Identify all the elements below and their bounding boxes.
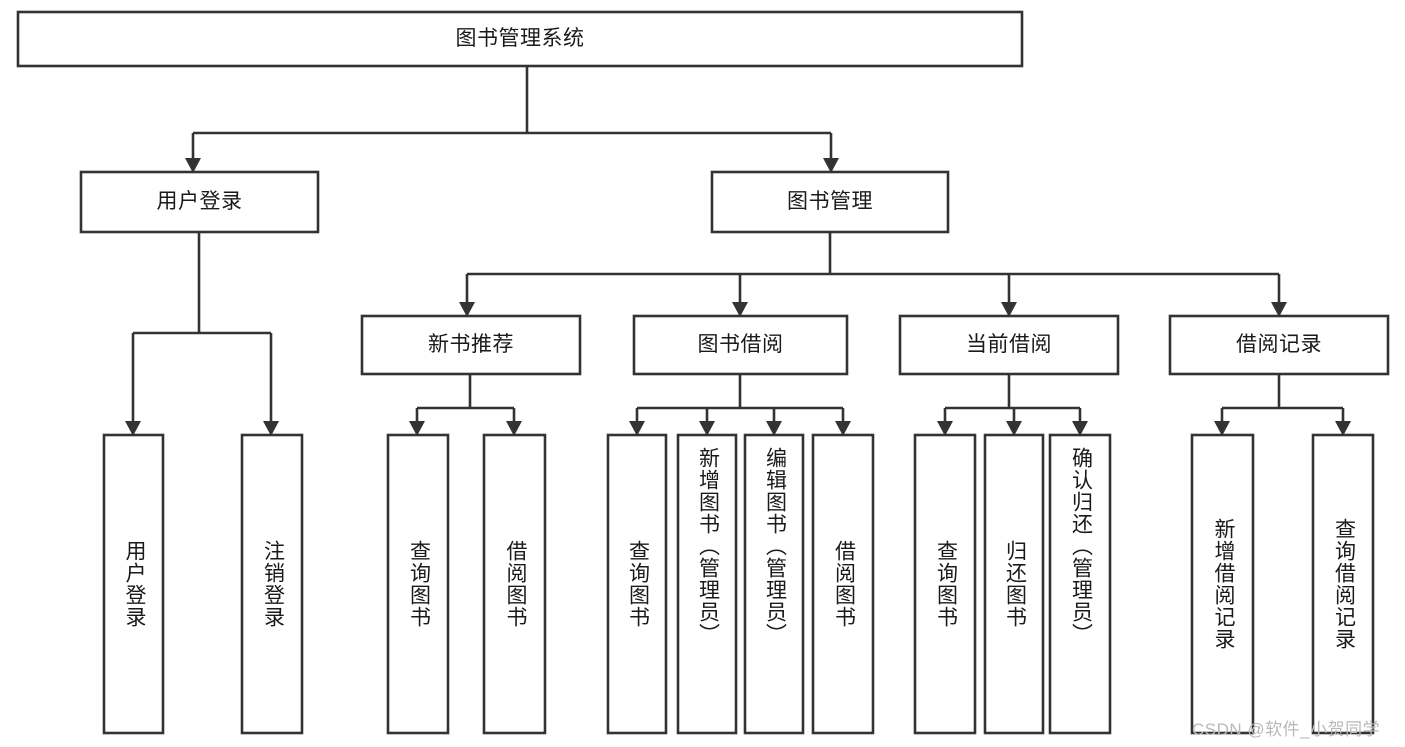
arrow-to-user-login: [185, 158, 201, 173]
arrow-to-borrow-record: [1271, 302, 1287, 317]
arrow-to-book-borrow: [732, 302, 748, 317]
node-box-leaf-borrow-book-2[interactable]: [811, 433, 875, 735]
node-box-leaf-borrow-book-1[interactable]: [482, 433, 547, 735]
connector-user-login-to-leaves: [131, 232, 273, 424]
arrow-to-leaf-query-book-1: [409, 421, 425, 436]
node-box-user-login[interactable]: [79, 170, 320, 234]
arrow-to-new-book-recommend: [459, 302, 475, 317]
connector-book-borrow-to-leaves: [635, 374, 845, 424]
arrow-to-leaf-edit-book: [766, 421, 782, 436]
node-box-new-book-recommend[interactable]: [360, 314, 582, 376]
arrow-to-leaf-query-book-2: [629, 421, 645, 436]
connector-borrow-record-to-leaves: [1220, 374, 1345, 424]
arrow-to-leaf-query-record: [1335, 421, 1351, 436]
node-box-leaf-query-book-1[interactable]: [386, 433, 450, 735]
node-box-leaf-confirm-return[interactable]: [1048, 433, 1112, 735]
node-box-leaf-edit-book[interactable]: [743, 433, 805, 735]
arrow-to-leaf-user-login: [125, 421, 141, 436]
node-box-book-manage[interactable]: [710, 170, 950, 234]
node-box-borrow-record[interactable]: [1168, 314, 1390, 376]
connector-new-book-recommend-to-leaves: [415, 374, 516, 424]
node-box-current-borrow[interactable]: [898, 314, 1120, 376]
arrow-to-book-manage: [823, 158, 839, 173]
arrow-to-current-borrow: [1001, 302, 1017, 317]
node-box-leaf-return-book[interactable]: [983, 433, 1045, 735]
arrow-to-leaf-confirm-return: [1072, 421, 1088, 436]
node-box-root[interactable]: [16, 10, 1024, 68]
arrow-to-leaf-query-book-3: [937, 421, 953, 436]
node-box-book-borrow[interactable]: [632, 314, 849, 376]
arrow-to-leaf-borrow-book-2: [835, 421, 851, 436]
connector-book-manage-to-level3: [465, 232, 1281, 304]
node-box-leaf-query-record[interactable]: [1311, 433, 1375, 735]
connector-root-to-level2: [191, 66, 833, 160]
arrow-to-leaf-add-record: [1214, 421, 1230, 436]
arrow-to-leaf-add-book: [699, 421, 715, 436]
arrow-to-leaf-return-book: [1006, 421, 1022, 436]
node-box-leaf-add-book[interactable]: [676, 433, 738, 735]
node-box-leaf-logout-login[interactable]: [240, 433, 304, 735]
node-box-leaf-query-book-2[interactable]: [606, 433, 668, 735]
node-box-leaf-query-book-3[interactable]: [913, 433, 977, 735]
connector-current-borrow-to-leaves: [943, 374, 1082, 424]
arrow-to-leaf-borrow-book-1: [506, 421, 522, 436]
node-box-leaf-add-record[interactable]: [1190, 433, 1255, 735]
arrow-to-leaf-logout-login: [263, 421, 279, 436]
node-box-leaf-user-login[interactable]: [102, 433, 165, 735]
